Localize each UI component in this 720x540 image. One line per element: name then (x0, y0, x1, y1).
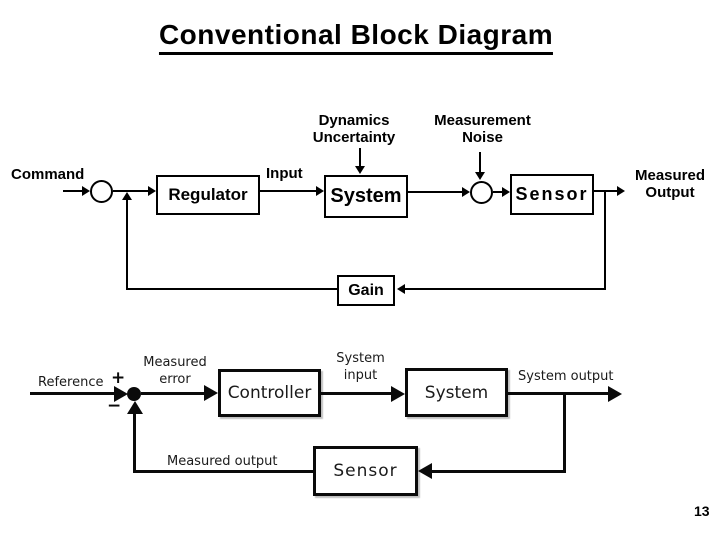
system-input-label: System input (336, 351, 385, 383)
sensor-block-label: Sensor (515, 184, 589, 204)
reference-label: Reference (38, 375, 104, 390)
connector-line (508, 392, 608, 395)
regulator-block-label: Regulator (168, 185, 248, 204)
system-block: System (405, 368, 508, 417)
feedback-drop-line (563, 394, 566, 473)
connector-line (30, 392, 116, 395)
system-output-label: System output (518, 369, 614, 384)
controller-block: Controller (218, 369, 321, 417)
noise-line (479, 152, 481, 173)
dynamics-uncertainty-label: Dynamics Uncertainty (312, 112, 396, 146)
feedback-line (404, 288, 606, 290)
sensor-block: Sensor (510, 174, 594, 215)
arrowhead-right-icon (617, 186, 625, 196)
arrowhead-left-icon (397, 284, 405, 294)
regulator-block: Regulator (156, 175, 260, 215)
plus-sign: + (111, 368, 126, 388)
disturbance-line (359, 148, 361, 167)
summing-junction (90, 180, 113, 203)
sensor-block-label: Sensor (333, 461, 398, 481)
sensor-block: Sensor (313, 446, 418, 496)
arrowhead-right-icon (608, 386, 622, 402)
arrowhead-down-icon (475, 172, 485, 180)
feedback-riser-line (133, 411, 136, 472)
connector-line (321, 392, 391, 395)
arrowhead-up-icon (127, 401, 143, 414)
command-label: Command (11, 166, 85, 183)
feedback-line (431, 470, 566, 473)
arrowhead-left-icon (418, 463, 432, 479)
summing-junction (127, 387, 141, 401)
feedback-line (126, 288, 337, 290)
connector-line (141, 392, 204, 395)
arrowhead-right-icon (462, 187, 470, 197)
connector-line (63, 190, 84, 192)
page-number: 13 (694, 503, 710, 519)
connector-line (260, 190, 316, 192)
arrowhead-right-icon (148, 186, 156, 196)
gain-block: Gain (337, 275, 395, 306)
minus-sign: − (107, 396, 122, 416)
measured-output-label: Measured Output (634, 167, 706, 201)
measurement-noise-label: Measurement Noise (434, 112, 531, 146)
summing-junction (470, 181, 493, 204)
page-title: Conventional Block Diagram (158, 19, 554, 55)
arrowhead-right-icon (82, 186, 90, 196)
input-label: Input (266, 165, 303, 182)
arrowhead-right-icon (502, 187, 510, 197)
feedback-riser-line (126, 198, 128, 290)
feedback-drop-line (604, 192, 606, 290)
system-block-label: System (424, 382, 489, 403)
measured-error-label: Measured error (143, 355, 207, 387)
feedback-line (133, 470, 313, 473)
connector-line (408, 191, 462, 193)
connector-line (594, 190, 617, 192)
arrowhead-down-icon (355, 166, 365, 174)
connector-line (113, 190, 149, 192)
gain-block-label: Gain (348, 281, 384, 299)
controller-block-label: Controller (227, 383, 312, 403)
arrowhead-right-icon (114, 386, 128, 402)
arrowhead-right-icon (204, 385, 218, 401)
measured-output-label: Measured output (167, 454, 278, 469)
system-block-label: System (330, 185, 402, 207)
connector-line (493, 191, 503, 193)
arrowhead-right-icon (316, 186, 324, 196)
arrowhead-up-icon (122, 192, 132, 200)
arrowhead-right-icon (391, 386, 405, 402)
system-block: System (324, 175, 408, 218)
